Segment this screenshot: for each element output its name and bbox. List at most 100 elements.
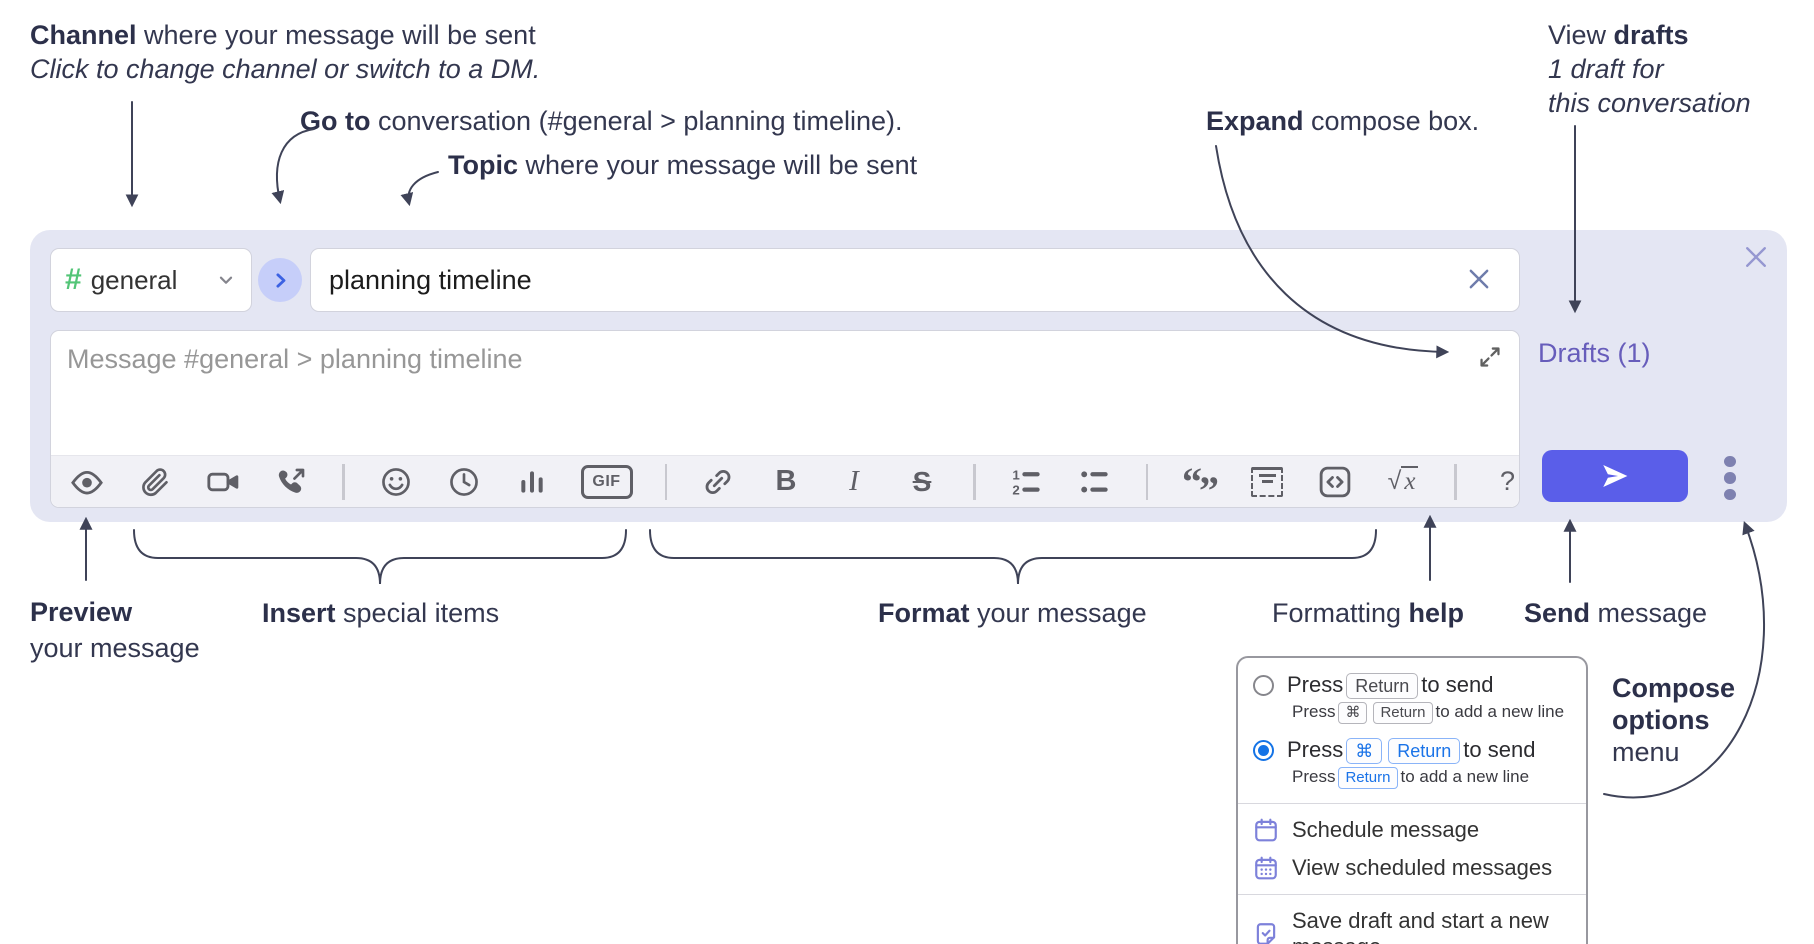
clock-icon	[449, 467, 478, 496]
brace-insert	[133, 529, 627, 585]
code-button[interactable]	[1316, 461, 1354, 503]
key-chip-blue: Return	[1388, 738, 1461, 764]
math-button[interactable]: √x	[1384, 461, 1422, 503]
emoji-button[interactable]	[377, 461, 415, 503]
quote-button[interactable]: “”	[1180, 458, 1219, 513]
audio-call-button[interactable]	[272, 461, 310, 503]
annotation-expand: Expand compose box.	[1206, 106, 1480, 136]
channel-hash-icon: #	[65, 263, 82, 296]
radio-selected-icon	[1253, 740, 1274, 761]
math-icon: √x	[1388, 466, 1419, 496]
send-button[interactable]	[1542, 450, 1688, 502]
link-button[interactable]	[699, 461, 737, 503]
compose-close-button[interactable]	[1740, 242, 1772, 274]
annotation-channel-line2: Click to change channel or switch to a D…	[30, 54, 541, 84]
video-call-button[interactable]	[204, 461, 242, 503]
link-icon	[705, 469, 731, 494]
annotation-send: Send message	[1524, 598, 1708, 628]
calendar-icon	[1255, 818, 1277, 842]
toolbar-divider	[342, 463, 345, 500]
message-box: GIF B I S 12 “”	[50, 330, 1520, 513]
poll-button[interactable]	[513, 461, 551, 503]
chevron-down-icon	[219, 276, 233, 284]
annotation-view-drafts: View drafts 1 draft for this conversatio…	[1548, 20, 1751, 118]
expand-icon	[1480, 346, 1500, 367]
compose-options-button[interactable]	[1712, 456, 1748, 500]
annotation-formatting-help: Formatting help	[1272, 598, 1465, 628]
time-button[interactable]	[445, 461, 483, 503]
menu-divider	[1238, 803, 1586, 804]
strikethrough-button[interactable]: S	[903, 461, 941, 503]
menu-item-schedule-message[interactable]: Schedule message	[1238, 811, 1586, 849]
paperclip-icon	[142, 467, 168, 496]
italic-button[interactable]: I	[835, 461, 873, 503]
draft-check-icon	[1256, 923, 1276, 944]
radio-unselected-icon	[1253, 675, 1274, 696]
channel-selector[interactable]: # general	[50, 248, 252, 312]
bar-chart-icon	[520, 470, 543, 493]
video-camera-icon	[207, 472, 239, 491]
topic-clear-button[interactable]	[1464, 265, 1494, 295]
annotation-format: Format your message	[878, 598, 1147, 628]
spoiler-button[interactable]	[1248, 461, 1286, 503]
code-icon	[1319, 466, 1351, 497]
close-icon	[1469, 269, 1489, 289]
toolbar-divider	[1454, 463, 1457, 500]
channel-name: general	[90, 264, 178, 295]
go-to-conversation-button[interactable]	[258, 258, 302, 302]
key-chip-blue: ⌘	[1346, 738, 1383, 764]
toolbar-divider	[664, 463, 667, 500]
annotation-compose-options: Compose options menu	[1612, 673, 1736, 767]
menu-item-view-scheduled-messages[interactable]: View scheduled messages	[1238, 849, 1586, 887]
phone-call-icon	[278, 468, 305, 493]
key-chip-blue: Return	[1338, 767, 1398, 789]
attach-file-button[interactable]	[136, 461, 174, 503]
topic-input-wrap	[310, 248, 1520, 312]
expand-compose-button[interactable]	[1475, 343, 1505, 373]
formatting-help-button[interactable]: ?	[1489, 461, 1527, 503]
topic-input[interactable]	[310, 248, 1520, 312]
annotation-topic: Topic where your message will be sent	[448, 150, 918, 180]
quote-icon: “”	[1182, 458, 1219, 513]
spoiler-icon	[1251, 466, 1283, 497]
ellipsis-dot	[1724, 472, 1736, 484]
close-icon	[1746, 247, 1766, 267]
arrow-goto	[271, 128, 315, 205]
key-chip: Return	[1373, 702, 1433, 724]
calendar-grid-icon	[1255, 856, 1277, 880]
key-chip: ⌘	[1338, 702, 1368, 724]
bold-button[interactable]: B	[767, 461, 805, 503]
svg-text:1: 1	[1012, 467, 1020, 482]
bulleted-list-icon	[1080, 470, 1108, 493]
bulleted-list-button[interactable]	[1076, 461, 1114, 503]
annotation-insert: Insert special items	[262, 598, 500, 628]
gif-button[interactable]: GIF	[580, 464, 633, 499]
drafts-link[interactable]: Drafts (1)	[1538, 338, 1651, 368]
eye-icon	[71, 470, 103, 494]
toolbar-divider	[1145, 463, 1148, 500]
annotation-channel: Channel where your message will be sent …	[30, 18, 540, 86]
preview-button[interactable]	[68, 461, 106, 503]
annotation-goto: Go to conversation (#general > planning …	[300, 106, 903, 136]
annotation-channel-rest: where your message will be sent	[136, 20, 536, 50]
svg-text:2: 2	[1012, 482, 1019, 497]
key-chip: Return	[1346, 673, 1419, 699]
message-input[interactable]	[51, 331, 1519, 451]
menu-item-save-draft[interactable]: Save draft and start a new message	[1238, 902, 1586, 944]
send-icon	[1603, 465, 1628, 487]
ellipsis-dot	[1724, 456, 1736, 468]
numbered-list-icon: 12	[1012, 467, 1040, 497]
brace-format	[649, 529, 1377, 585]
arrow-topic	[400, 171, 439, 207]
annotation-preview: Preview your message	[30, 597, 200, 663]
smiley-icon	[381, 467, 410, 496]
annotation-channel-bold: Channel	[30, 20, 137, 50]
